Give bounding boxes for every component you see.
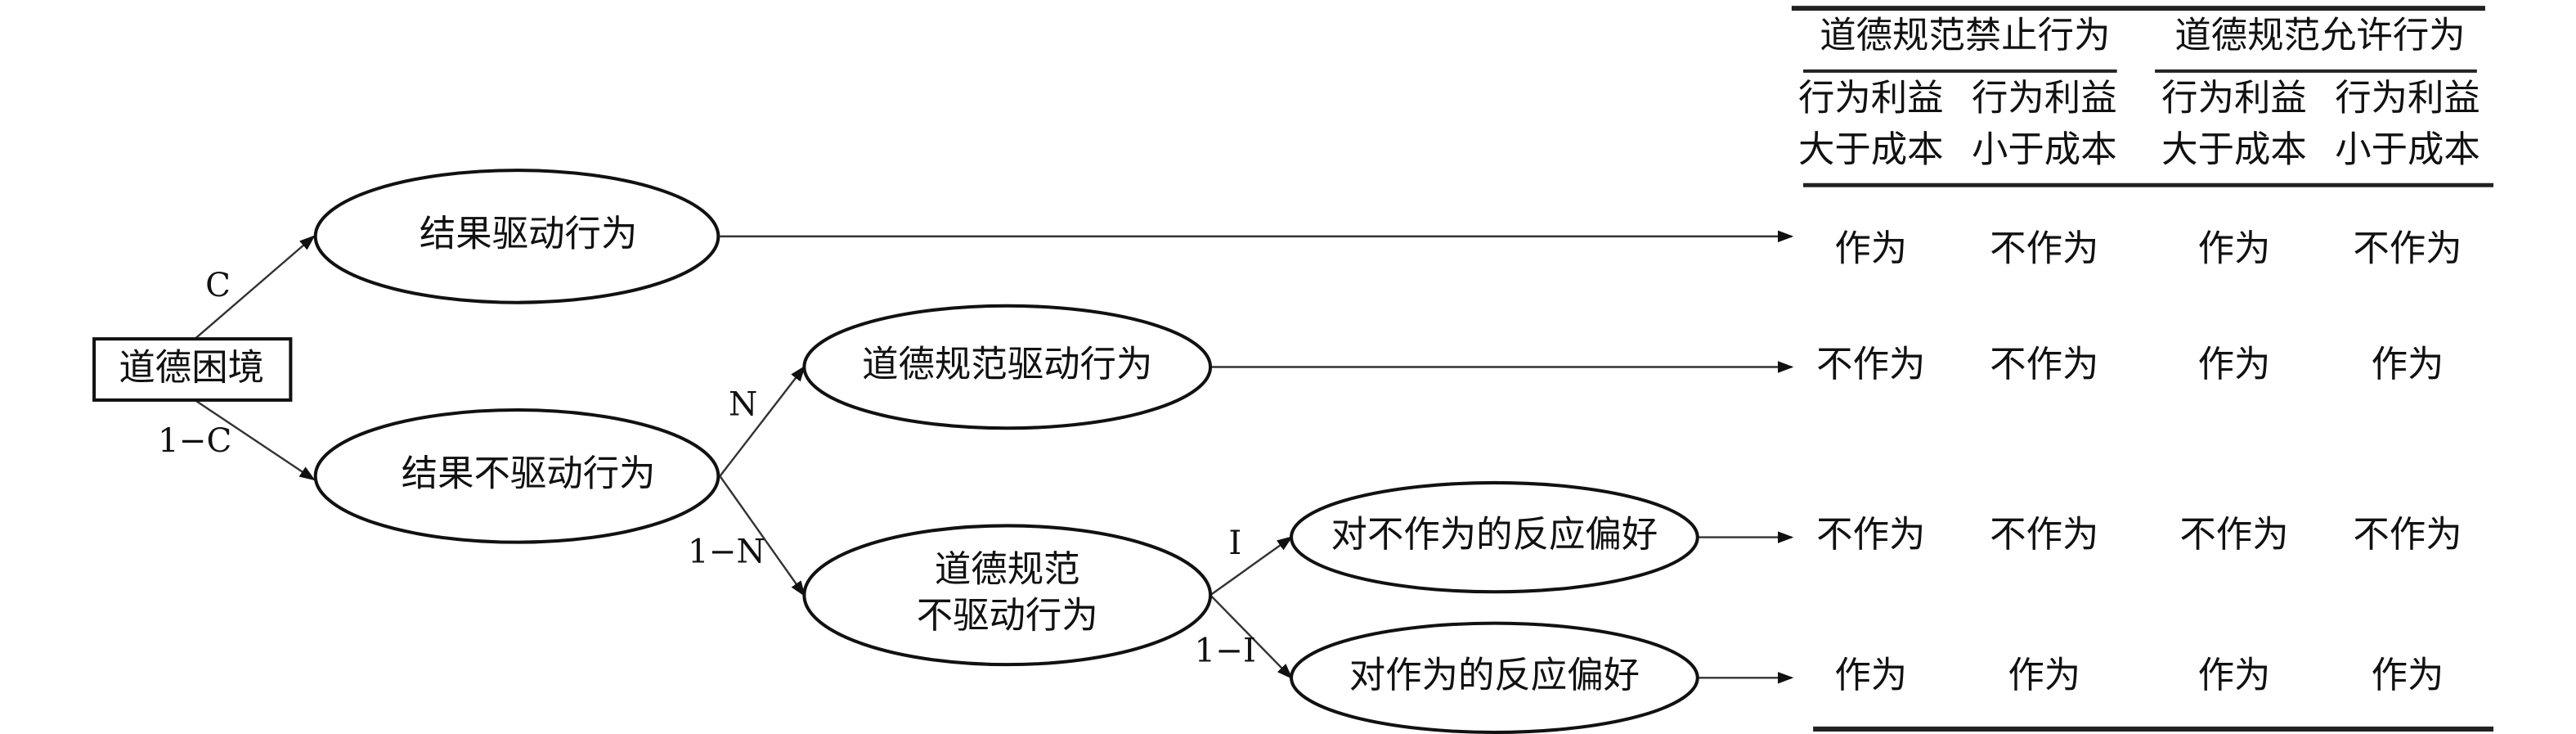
branch-label-1-n: 1−N xyxy=(688,532,765,570)
table-cell: 不作为 xyxy=(1990,344,2098,385)
edge-1-i xyxy=(1209,594,1293,680)
subheader-line1: 行为利益 xyxy=(2335,78,2480,119)
node-consequence-driven: 结果驱动行为 xyxy=(313,169,720,304)
branch-label-n: N xyxy=(729,385,757,423)
table-cell: 作为 xyxy=(2372,344,2444,385)
edge-c xyxy=(194,235,316,340)
connectors xyxy=(194,230,1794,684)
group-header: 道德规范禁止行为 xyxy=(1820,15,2110,56)
node-label-line2: 不驱动行为 xyxy=(917,595,1098,637)
table-cell: 不作为 xyxy=(1990,514,2098,556)
root-node: 道德困境 xyxy=(92,337,293,402)
table-cell: 不作为 xyxy=(2353,228,2462,270)
node-label: 结果驱动行为 xyxy=(420,213,637,254)
node-label: 道德规范驱动行为 xyxy=(862,344,1152,385)
table-cell: 不作为 xyxy=(1990,228,2098,270)
table-cell: 作为 xyxy=(2008,655,2080,696)
table-cell: 作为 xyxy=(1834,228,1907,270)
node-inaction-preference: 对不作为的反应偏好 xyxy=(1290,480,1699,594)
outcome-table: 道德规范禁止行为 道德规范允许行为 行为利益大于成本行为利益小于成本行为利益大于… xyxy=(1791,6,2494,732)
subheader-line1: 行为利益 xyxy=(1798,78,1944,119)
edge-i xyxy=(1209,536,1294,597)
node-label: 对作为的反应偏好 xyxy=(1349,655,1640,696)
root-label: 道德困境 xyxy=(119,347,264,389)
branch-label-c: C xyxy=(205,266,231,304)
node-norm-not-driven: 道德规范 不驱动行为 xyxy=(802,524,1213,667)
node-label: 结果不驱动行为 xyxy=(402,453,656,494)
subheader-line2: 大于成本 xyxy=(1798,128,1944,170)
table-cell: 不作为 xyxy=(2179,514,2288,556)
branch-label-1-i: 1−I xyxy=(1195,631,1256,669)
table-cell: 不作为 xyxy=(1816,344,1925,385)
table-cell: 作为 xyxy=(2198,655,2271,696)
table-cell: 不作为 xyxy=(1816,514,1925,556)
edge-1-n xyxy=(719,475,806,597)
subheader-line2: 小于成本 xyxy=(1972,128,2117,170)
table-cell: 作为 xyxy=(1834,655,1907,696)
subheader-line2: 小于成本 xyxy=(2335,128,2480,170)
table-cell: 不作为 xyxy=(2353,514,2462,556)
subheader-line1: 行为利益 xyxy=(1972,78,2117,119)
node-label-line1: 道德规范 xyxy=(935,549,1080,591)
subheader-line2: 大于成本 xyxy=(2161,128,2307,170)
group-header: 道德规范允许行为 xyxy=(2174,15,2465,56)
branch-label-1-c: 1−C xyxy=(158,421,231,460)
table-cell: 作为 xyxy=(2372,655,2444,696)
node-norm-driven: 道德规范驱动行为 xyxy=(802,304,1213,430)
table-cell: 作为 xyxy=(2198,344,2271,385)
branch-label-i: I xyxy=(1228,524,1241,562)
node-label: 对不作为的反应偏好 xyxy=(1331,514,1658,556)
edge-1-c xyxy=(194,399,316,481)
node-consequence-not-driven: 结果不驱动行为 xyxy=(313,408,720,544)
subheader-line1: 行为利益 xyxy=(2161,78,2307,119)
edge-n xyxy=(719,365,806,477)
node-action-preference: 对作为的反应偏好 xyxy=(1290,621,1699,734)
table-cell: 作为 xyxy=(2198,228,2271,270)
